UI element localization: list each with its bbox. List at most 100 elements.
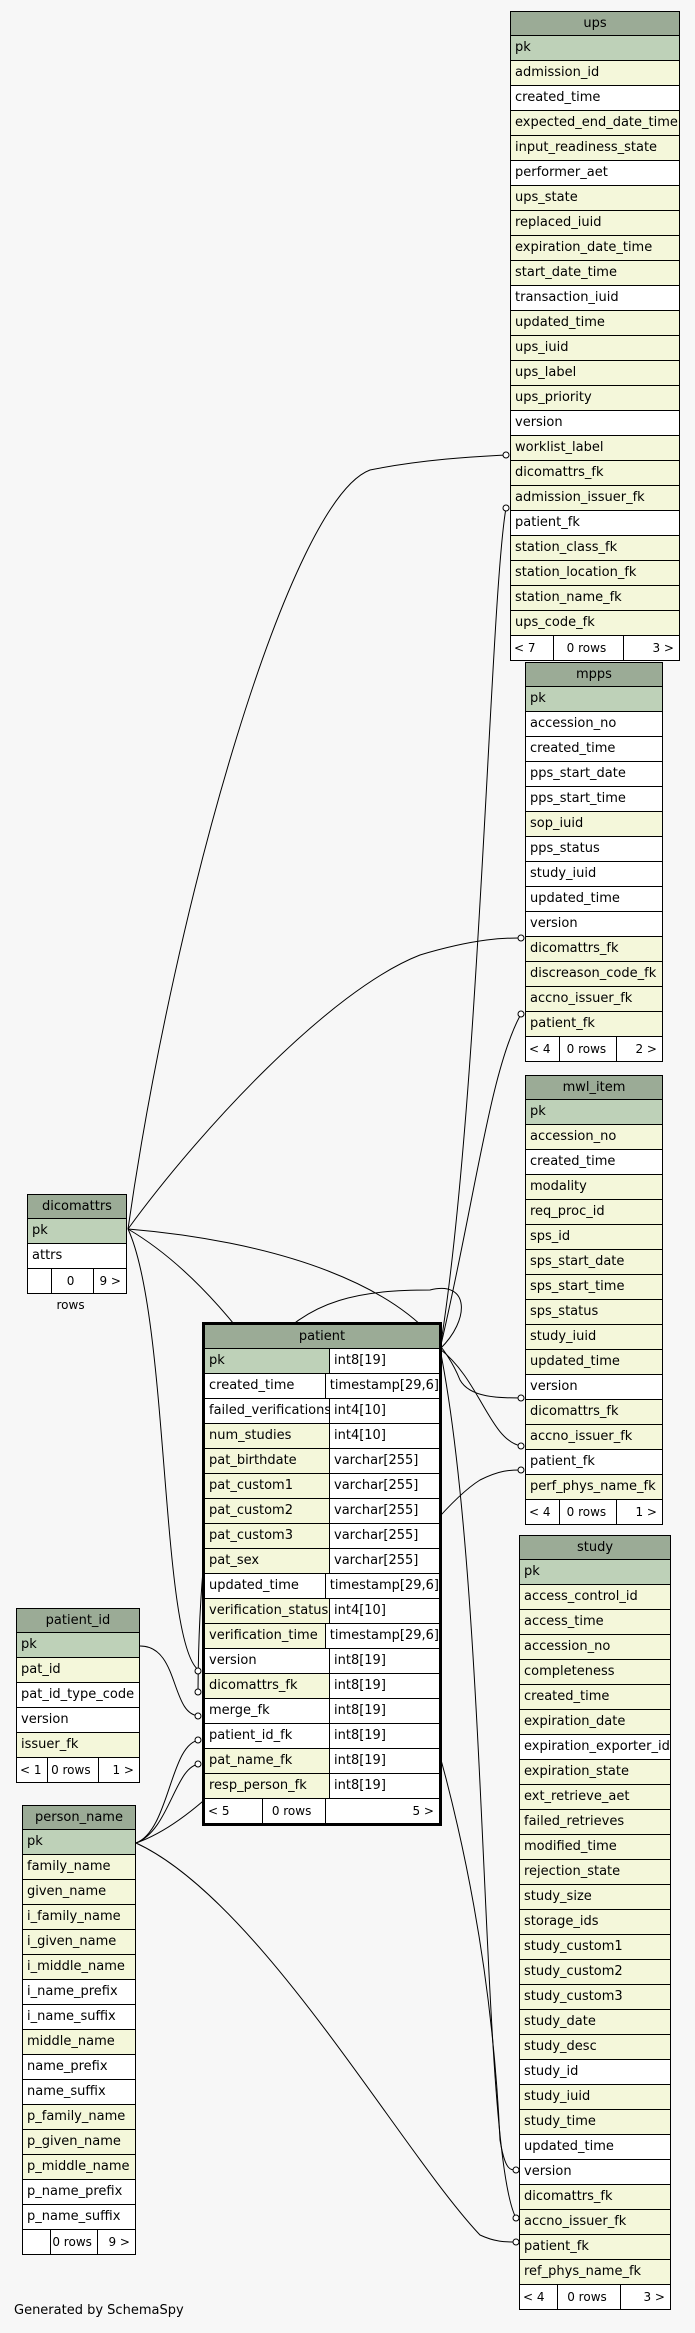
column-row[interactable]: created_time xyxy=(511,86,679,111)
column-row[interactable]: i_middle_name xyxy=(23,1955,135,1980)
column-row[interactable]: dicomattrs_fk xyxy=(526,1400,662,1425)
column-row[interactable]: study_custom1 xyxy=(520,1935,670,1960)
column-row[interactable]: patient_fk xyxy=(526,1450,662,1475)
column-row[interactable]: ups_priority xyxy=(511,386,679,411)
column-row[interactable]: study_iuid xyxy=(520,2085,670,2110)
column-row[interactable]: updated_time xyxy=(511,311,679,336)
column-row[interactable]: name_prefix xyxy=(23,2055,135,2080)
child-count[interactable]: 3 > xyxy=(652,641,674,655)
column-row[interactable]: updated_time xyxy=(520,2135,670,2160)
column-row[interactable]: study_date xyxy=(520,2010,670,2035)
column-row[interactable]: pat_id xyxy=(17,1658,139,1683)
column-row[interactable]: start_date_time xyxy=(511,261,679,286)
parent-count[interactable]: < 4 xyxy=(520,2285,558,2309)
column-row[interactable]: given_name xyxy=(23,1880,135,1905)
child-count[interactable]: 3 > xyxy=(643,2290,665,2304)
column-row[interactable]: transaction_iuid xyxy=(511,286,679,311)
column-row[interactable]: patient_fk xyxy=(511,511,679,536)
child-count[interactable]: 1 > xyxy=(635,1505,657,1519)
column-row[interactable]: pk xyxy=(526,1100,662,1125)
column-row[interactable]: patient_fk xyxy=(526,1012,662,1037)
column-row[interactable]: created_time xyxy=(526,1150,662,1175)
column-row[interactable]: req_proc_id xyxy=(526,1200,662,1225)
column-row[interactable]: modified_time xyxy=(520,1835,670,1860)
column-row[interactable]: input_readiness_state xyxy=(511,136,679,161)
column-row[interactable]: pk xyxy=(17,1633,139,1658)
parent-count[interactable]: < 7 xyxy=(511,636,554,660)
column-row[interactable]: completeness xyxy=(520,1660,670,1685)
column-row[interactable]: dicomattrs_fk xyxy=(511,461,679,486)
child-count[interactable]: 9 > xyxy=(99,1274,121,1288)
column-row[interactable]: pps_status xyxy=(526,837,662,862)
column-row[interactable]: study_id xyxy=(520,2060,670,2085)
column-row[interactable]: i_name_suffix xyxy=(23,2005,135,2030)
column-row[interactable]: admission_issuer_fk xyxy=(511,486,679,511)
column-row[interactable]: study_desc xyxy=(520,2035,670,2060)
column-row[interactable]: p_given_name xyxy=(23,2130,135,2155)
column-row[interactable]: sps_id xyxy=(526,1225,662,1250)
column-row[interactable]: pk xyxy=(23,1830,135,1855)
column-row[interactable]: pat_id_type_code xyxy=(17,1683,139,1708)
column-row[interactable]: created_time xyxy=(526,737,662,762)
column-row[interactable]: sps_start_date xyxy=(526,1250,662,1275)
column-row[interactable]: p_middle_name xyxy=(23,2155,135,2180)
column-row[interactable]: modality xyxy=(526,1175,662,1200)
column-row[interactable]: study_size xyxy=(520,1885,670,1910)
column-row[interactable]: study_time xyxy=(520,2110,670,2135)
column-row[interactable]: rejection_state xyxy=(520,1860,670,1885)
column-row[interactable]: ext_retrieve_aet xyxy=(520,1785,670,1810)
column-row[interactable]: name_suffix xyxy=(23,2080,135,2105)
parent-count[interactable]: < 4 xyxy=(526,1037,561,1061)
column-row[interactable]: version xyxy=(526,912,662,937)
column-row[interactable]: ups_code_fk xyxy=(511,611,679,636)
column-row[interactable]: i_family_name xyxy=(23,1905,135,1930)
column-row[interactable]: pps_start_time xyxy=(526,787,662,812)
column-row[interactable]: family_name xyxy=(23,1855,135,1880)
column-row[interactable]: performer_aet xyxy=(511,161,679,186)
column-row[interactable]: access_time xyxy=(520,1610,670,1635)
column-row[interactable]: middle_name xyxy=(23,2030,135,2055)
column-row[interactable]: pk xyxy=(28,1219,126,1244)
column-row[interactable]: failed_retrieves xyxy=(520,1810,670,1835)
column-row[interactable]: version xyxy=(526,1375,662,1400)
child-count[interactable]: 1 > xyxy=(112,1763,134,1777)
column-row[interactable]: version xyxy=(511,411,679,436)
column-row[interactable]: station_name_fk xyxy=(511,586,679,611)
column-row[interactable]: i_name_prefix xyxy=(23,1980,135,2005)
parent-count[interactable] xyxy=(28,1269,53,1293)
column-row[interactable]: i_given_name xyxy=(23,1930,135,1955)
column-row[interactable]: pps_start_date xyxy=(526,762,662,787)
child-count[interactable]: 5 > xyxy=(412,1804,434,1818)
column-row[interactable]: access_control_id xyxy=(520,1585,670,1610)
parent-count[interactable] xyxy=(23,2230,52,2254)
column-row[interactable]: admission_id xyxy=(511,61,679,86)
child-count[interactable]: 2 > xyxy=(635,1042,657,1056)
child-count[interactable]: 9 > xyxy=(108,2235,130,2249)
column-row[interactable]: perf_phys_name_fk xyxy=(526,1475,662,1500)
column-row[interactable]: accession_no xyxy=(520,1635,670,1660)
column-row[interactable]: attrs xyxy=(28,1244,126,1269)
column-row[interactable]: ref_phys_name_fk xyxy=(520,2260,670,2285)
column-row[interactable]: replaced_iuid xyxy=(511,211,679,236)
column-row[interactable]: patient_fk xyxy=(520,2235,670,2260)
column-row[interactable]: updated_time xyxy=(526,1350,662,1375)
parent-count[interactable]: < 4 xyxy=(526,1500,561,1524)
column-row[interactable]: sps_status xyxy=(526,1300,662,1325)
